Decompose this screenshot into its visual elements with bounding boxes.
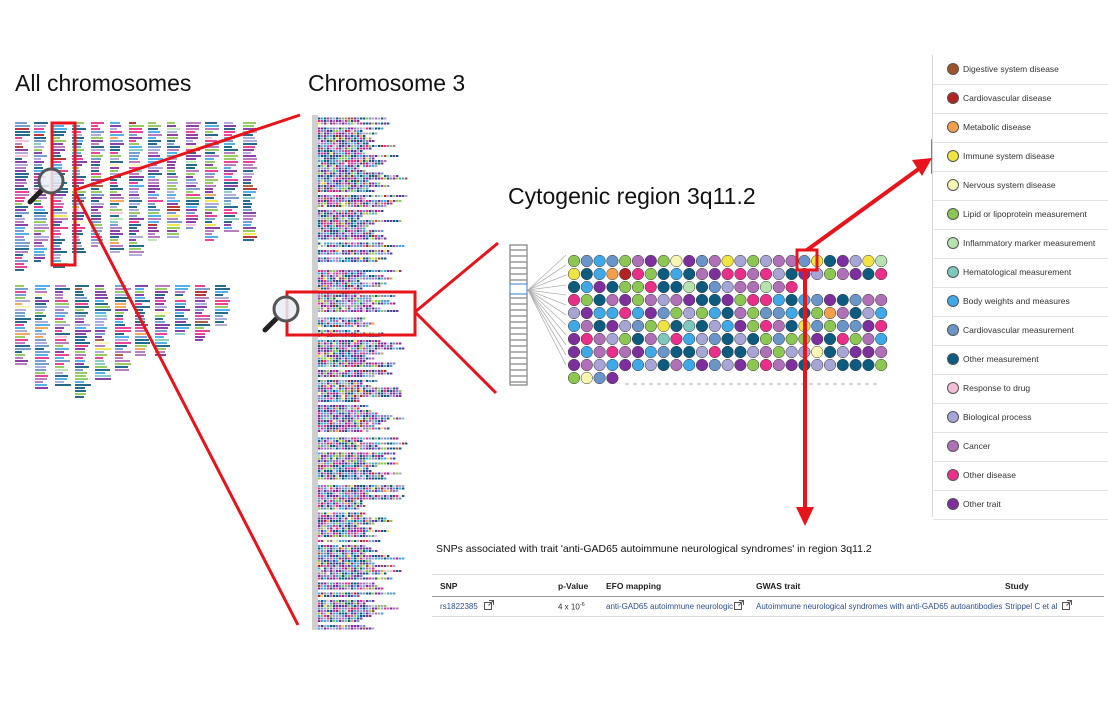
legend-label: Lipid or lipoprotein measurement	[963, 209, 1087, 219]
external-link-icon[interactable]	[1062, 600, 1072, 610]
zoom-line-top	[74, 113, 301, 192]
arrow-to-legend-head	[912, 158, 932, 176]
all-chromosomes-title: All chromosomes	[15, 70, 192, 96]
legend-item[interactable]: Other measurement	[933, 345, 1108, 375]
legend-label: Digestive system disease	[963, 64, 1059, 74]
zoom-line-bottom	[73, 191, 300, 626]
region-zoom-line-top	[414, 241, 499, 314]
magnifier-icon	[27, 167, 65, 205]
legend-swatch-icon	[947, 498, 959, 510]
legend-label: Hematological measurement	[963, 267, 1072, 277]
karyotype-top-row[interactable]	[15, 122, 258, 271]
legend-swatch-icon	[947, 237, 959, 249]
legend-label: Other trait	[963, 499, 1001, 509]
table-header-rule	[432, 596, 1104, 597]
legend-item[interactable]: Lipid or lipoprotein measurement	[933, 200, 1108, 230]
column-header-gwas-trait[interactable]: GWAS trait	[756, 581, 801, 591]
legend-label: Immune system disease	[963, 151, 1055, 161]
p-value-mantissa: 4 x 10	[558, 602, 580, 612]
legend-label: Biological process	[963, 412, 1032, 422]
legend-swatch-icon	[947, 440, 959, 452]
p-value: 4 x 10-6	[558, 602, 585, 612]
legend-item[interactable]: Other trait	[933, 490, 1108, 520]
efo-mapping-link[interactable]: anti-GAD65 autoimmune neurologic	[606, 602, 734, 611]
gwas-trait-link[interactable]: Autoimmune neurological syndromes with a…	[756, 602, 1003, 611]
legend-label: Cancer	[963, 441, 991, 451]
snp-link[interactable]: rs1822385	[440, 602, 478, 611]
cytogenic-region-title: Cytogenic region 3q11.2	[508, 183, 756, 209]
legend-label: Cardiovascular measurement	[963, 325, 1075, 335]
legend-item[interactable]: Cancer	[933, 432, 1108, 462]
table-bottom-rule	[432, 616, 1104, 617]
legend-swatch-icon	[947, 63, 959, 75]
p-value-exponent: -6	[579, 602, 585, 608]
legend-label: Response to drug	[963, 383, 1031, 393]
legend-item[interactable]: Cardiovascular disease	[933, 84, 1108, 114]
karyotype-bottom-row[interactable]	[15, 285, 230, 398]
legend-item[interactable]: Hematological measurement	[933, 258, 1108, 288]
legend-item[interactable]: Other disease	[933, 461, 1108, 491]
magnifier-icon	[262, 295, 300, 333]
legend-swatch-icon	[947, 411, 959, 423]
column-header-study[interactable]: Study	[1005, 581, 1029, 591]
chromosome-3-strip[interactable]	[312, 115, 408, 630]
external-link-icon[interactable]	[484, 600, 494, 610]
legend-item[interactable]: Cardiovascular measurement	[933, 316, 1108, 346]
legend-swatch-icon	[947, 469, 959, 481]
legend-swatch-icon	[947, 295, 959, 307]
legend-item[interactable]: Inflammatory marker measurement	[933, 229, 1108, 259]
legend-swatch-icon	[947, 353, 959, 365]
legend-item[interactable]: Response to drug	[933, 374, 1108, 404]
legend-swatch-icon	[947, 266, 959, 278]
legend-label: Nervous system disease	[963, 180, 1056, 190]
region-snp-grid[interactable]	[567, 254, 888, 385]
column-header-p-value[interactable]: p-Value	[558, 581, 589, 591]
legend-label: Cardiovascular disease	[963, 93, 1052, 103]
column-header-snp[interactable]: SNP	[440, 581, 458, 591]
legend-swatch-icon	[947, 208, 959, 220]
legend-label: Metabolic disease	[963, 122, 1032, 132]
legend-label: Other disease	[963, 470, 1016, 480]
legend-swatch-icon	[947, 121, 959, 133]
legend-label: Body weights and measures	[963, 296, 1070, 306]
arrow-to-legend	[805, 166, 922, 252]
legend-swatch-icon	[947, 382, 959, 394]
legend-item[interactable]: Immune system disease	[933, 142, 1108, 172]
study-link[interactable]: Strippel C et al	[1005, 602, 1058, 611]
legend-item[interactable]: Biological process	[933, 403, 1108, 433]
column-header-efo-mapping[interactable]: EFO mapping	[606, 581, 662, 591]
region-zoom-line-bottom	[413, 310, 498, 395]
legend-swatch-icon	[947, 324, 959, 336]
legend-item[interactable]: Body weights and measures	[933, 287, 1108, 317]
chromosome-3-title: Chromosome 3	[308, 70, 466, 96]
legend-swatch-icon	[947, 179, 959, 191]
legend-swatch-icon	[947, 92, 959, 104]
snp-table-title: SNPs associated with trait 'anti-GAD65 a…	[436, 543, 872, 555]
legend-swatch-icon	[947, 150, 959, 162]
legend-item[interactable]: Digestive system disease	[933, 55, 1108, 85]
legend-item[interactable]: Nervous system disease	[933, 171, 1108, 201]
external-link-icon[interactable]	[734, 600, 744, 610]
table-top-rule	[432, 574, 1104, 575]
legend-label: Inflammatory marker measurement	[963, 238, 1096, 248]
legend-item[interactable]: Metabolic disease	[933, 113, 1108, 143]
arrow-to-table-head	[796, 507, 814, 526]
legend-label: Other measurement	[963, 354, 1039, 364]
region-ideogram	[509, 244, 567, 386]
